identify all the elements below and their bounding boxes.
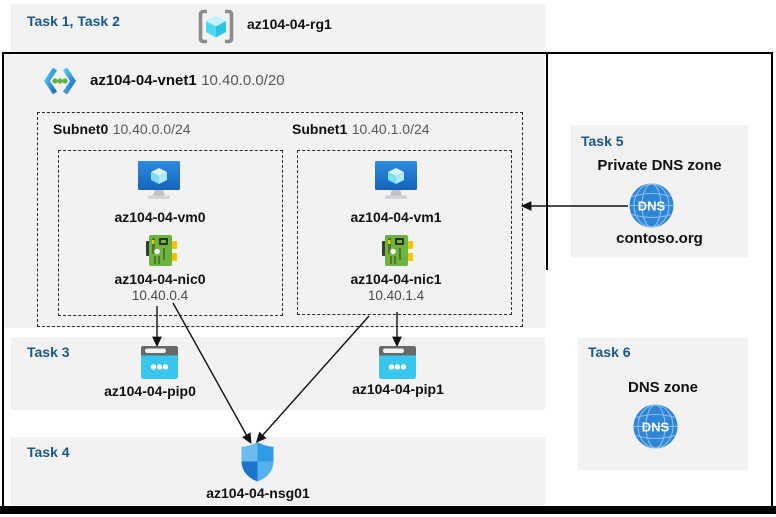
vm0-icon	[138, 161, 180, 201]
nic0-label: az104-04-nic0	[114, 271, 206, 287]
task4-label: Task 4	[27, 444, 70, 460]
nic0-ip: 10.40.0.4	[131, 288, 189, 303]
subnet0-cidr: 10.40.0.0/24	[112, 121, 191, 137]
task5-label: Task 5	[581, 133, 624, 149]
vnet-right-border	[546, 54, 548, 270]
task6-label: Task 6	[588, 344, 631, 360]
vm1-label: az104-04-vm1	[350, 209, 442, 225]
dns-icon-text: DNS	[638, 199, 666, 214]
nic1-label: az104-04-nic1	[350, 271, 442, 287]
task3-label: Task 3	[27, 344, 70, 360]
nic0-icon	[144, 234, 177, 267]
nic1-ip: 10.40.1.4	[367, 288, 425, 303]
subnet1-name: Subnet1	[292, 121, 348, 137]
nsg-shield-icon	[241, 442, 274, 482]
vm0-label: az104-04-vm0	[114, 209, 206, 225]
bottom-border-bar	[0, 506, 776, 514]
subnet0-name: Subnet0	[53, 121, 109, 137]
subnet1-cidr: 10.40.1.0/24	[351, 121, 430, 137]
pip1-icon	[379, 346, 416, 379]
dns-zone-title: DNS zone	[627, 379, 698, 396]
vnet-cidr: 10.40.0.0/20	[201, 72, 285, 89]
vnet-name: az104-04-vnet1	[90, 72, 197, 89]
resource-group-icon	[197, 9, 235, 44]
resource-group-band	[11, 4, 545, 52]
pip0-icon	[141, 346, 178, 379]
subnet1-title: Subnet1 10.40.1.0/24	[292, 121, 430, 139]
task6-box	[578, 338, 748, 470]
dns-zone-icon: DNS	[633, 404, 678, 449]
vnet-icon	[43, 66, 77, 96]
task3-band	[11, 337, 545, 410]
subnet1-dashed-box	[297, 150, 512, 315]
pip0-label: az104-04-pip0	[104, 383, 196, 399]
private-dns-zone-name: contoso.org	[616, 230, 703, 247]
subnet0-title: Subnet0 10.40.0.0/24	[53, 121, 191, 139]
private-dns-zone-title: Private DNS zone	[597, 157, 722, 174]
private-dns-icon: DNS	[629, 183, 674, 228]
resource-group-name: az104-04-rg1	[247, 16, 332, 32]
nic1-icon	[380, 234, 413, 267]
task12-label: Task 1, Task 2	[27, 13, 120, 29]
vnet-region	[4, 54, 545, 328]
vnet-title: az104-04-vnet1 10.40.0.0/20	[90, 72, 285, 90]
task4-band	[11, 437, 545, 505]
vm1-icon	[375, 161, 417, 201]
dns-icon-text: DNS	[642, 420, 670, 435]
subnet0-dashed-box	[58, 150, 283, 316]
nsg-label: az104-04-nsg01	[206, 485, 310, 501]
pip1-label: az104-04-pip1	[352, 381, 444, 397]
